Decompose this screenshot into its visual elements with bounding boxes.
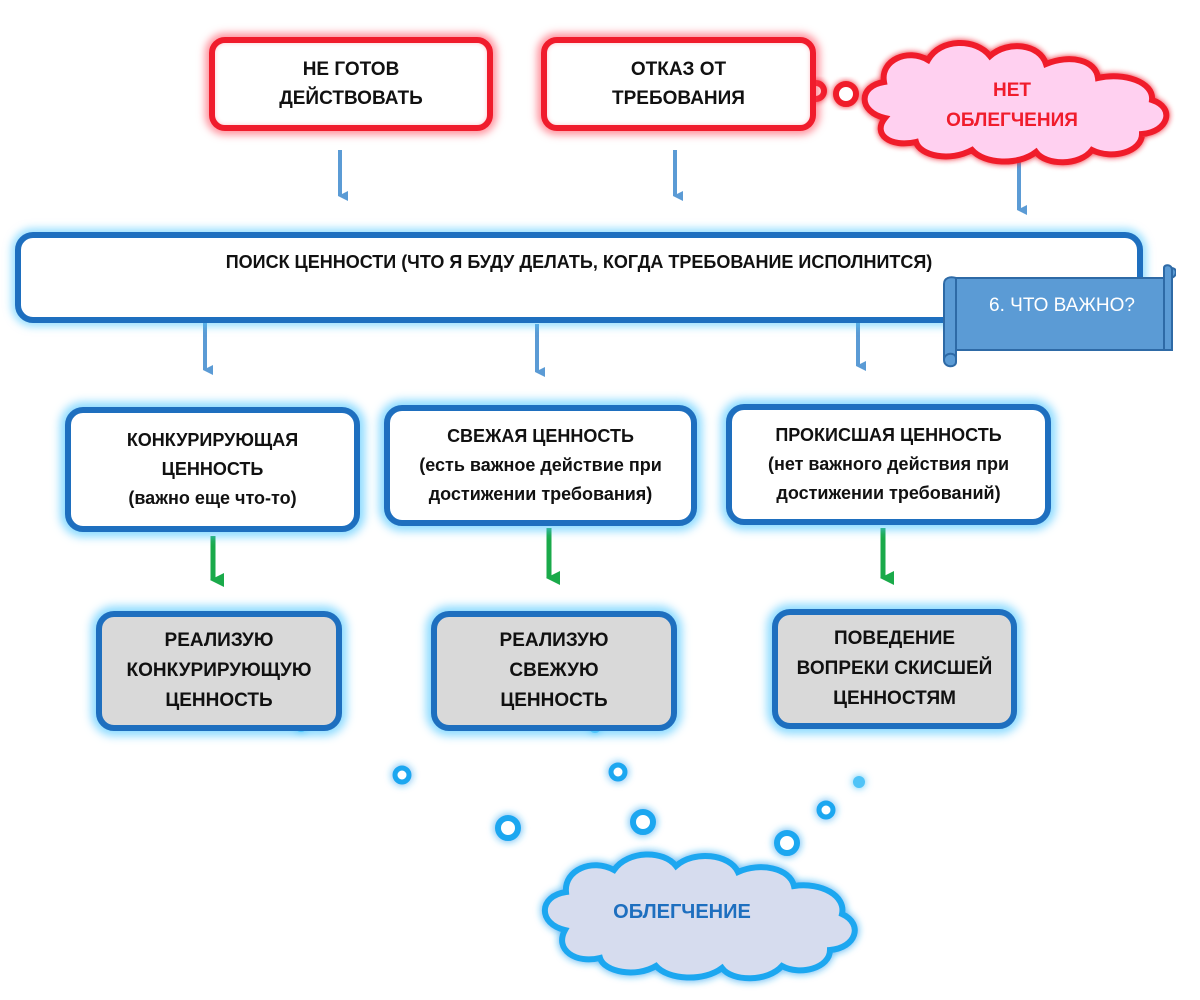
fresh-value-line-1: СВЕЖАЯ ЦЕННОСТЬ xyxy=(447,426,634,446)
competing-value-line-3: (важно еще что-то) xyxy=(128,488,297,508)
relief-cloud xyxy=(541,851,858,982)
not-ready-box: НЕ ГОТОВ ДЕЙСТВОВАТЬ xyxy=(209,37,493,131)
fresh-value-line-3: достижении требования) xyxy=(428,484,653,504)
fresh-value-line-2: (есть важное действие при xyxy=(419,455,662,475)
thought-bubbles-blue xyxy=(295,720,865,856)
refusal-line-1: ОТКАЗ ОТ xyxy=(630,59,727,80)
no-relief-cloud xyxy=(861,40,1170,166)
stale-action-line-1: ПОВЕДЕНИЕ xyxy=(833,628,956,649)
scroll-banner: 6. ЧТО ВАЖНО? xyxy=(943,264,1176,368)
fresh-action-line-2: СВЕЖУЮ xyxy=(509,660,599,681)
fresh-action-box: РЕАЛИЗУЮ СВЕЖУЮ ЦЕННОСТЬ xyxy=(431,611,677,731)
stale-value-box: ПРОКИСШАЯ ЦЕННОСТЬ (нет важного действия… xyxy=(726,404,1051,525)
stale-action-line-2: ВОПРЕКИ СКИСШЕЙ xyxy=(796,658,993,679)
scroll-banner-label: 6. ЧТО ВАЖНО? xyxy=(989,295,1135,316)
fresh-action-line-3: ЦЕННОСТЬ xyxy=(500,690,608,711)
stale-action-box: ПОВЕДЕНИЕ ВОПРЕКИ СКИСШЕЙ ЦЕННОСТЯМ xyxy=(772,609,1017,729)
stale-value-line-2: (нет важного действия при xyxy=(767,454,1010,474)
competing-action-line-2: КОНКУРИРУЮЩУЮ xyxy=(126,660,312,681)
competing-action-line-3: ЦЕННОСТЬ xyxy=(165,690,273,711)
competing-action-line-1: РЕАЛИЗУЮ xyxy=(164,630,274,651)
relief-label: ОБЛЕГЧЕНИЕ xyxy=(613,901,751,923)
stale-value-line-1: ПРОКИСШАЯ ЦЕННОСТЬ xyxy=(775,425,1002,445)
not-ready-line-1: НЕ ГОТОВ xyxy=(302,59,400,80)
fresh-action-line-1: РЕАЛИЗУЮ xyxy=(499,630,609,651)
stale-action-line-3: ЦЕННОСТЯМ xyxy=(833,688,956,709)
not-ready-line-2: ДЕЙСТВОВАТЬ xyxy=(279,88,423,109)
competing-value-line-2: ЦЕННОСТЬ xyxy=(161,459,264,479)
competing-value-line-1: КОНКУРИРУЮЩАЯ xyxy=(126,430,299,450)
competing-value-box: КОНКУРИРУЮЩАЯ ЦЕННОСТЬ (важно еще что-то… xyxy=(65,407,360,532)
no-relief-line-2: ОБЛЕГЧЕНИЯ xyxy=(946,110,1078,131)
stale-value-line-3: достижении требований) xyxy=(776,483,1001,503)
refusal-line-2: ТРЕБОВАНИЯ xyxy=(612,88,745,109)
fresh-value-box: СВЕЖАЯ ЦЕННОСТЬ (есть важное действие пр… xyxy=(384,405,697,526)
competing-action-box: РЕАЛИЗУЮ КОНКУРИРУЮЩУЮ ЦЕННОСТЬ xyxy=(96,611,342,731)
refusal-box: ОТКАЗ ОТ ТРЕБОВАНИЯ xyxy=(541,37,816,131)
no-relief-line-1: НЕТ xyxy=(993,80,1031,101)
search-value-label: ПОИСК ЦЕННОСТИ (ЧТО Я БУДУ ДЕЛАТЬ, КОГДА… xyxy=(225,252,933,272)
